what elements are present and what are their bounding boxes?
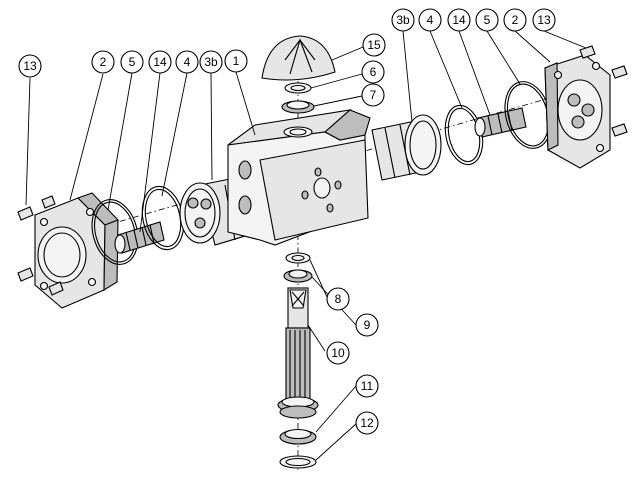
top-bearing: [281, 100, 315, 114]
svg-text:12: 12: [360, 416, 374, 430]
callout-2-left: 2: [91, 50, 115, 74]
callout-3b-right: 3b: [391, 8, 415, 32]
callout-13-left: 13: [18, 54, 42, 78]
svg-text:1: 1: [233, 54, 240, 68]
left-end-cap: [34, 192, 119, 309]
callout-11: 11: [355, 374, 379, 398]
shaft-bushing: [283, 269, 313, 283]
shaft-washer: [285, 252, 311, 264]
svg-text:8: 8: [335, 292, 342, 306]
svg-text:3b: 3b: [204, 55, 218, 69]
svg-text:4: 4: [427, 13, 434, 27]
callout-5-left: 5: [120, 50, 144, 74]
callout-14-left: 14: [148, 50, 172, 74]
leader-lines: [25, 30, 587, 461]
callout-14-right: 14: [447, 8, 471, 32]
actuator-body: [227, 109, 371, 246]
output-shaft: [277, 287, 319, 419]
callout-2-right: 2: [503, 8, 527, 32]
top-washer: [284, 82, 312, 94]
right-screws: [579, 45, 628, 137]
callout-12: 12: [355, 411, 379, 435]
svg-text:10: 10: [331, 346, 345, 360]
lower-bearing: [279, 428, 317, 445]
callout-1: 1: [224, 49, 248, 73]
callout-15: 15: [362, 33, 386, 57]
svg-text:7: 7: [370, 88, 377, 102]
svg-text:13: 13: [537, 13, 551, 27]
svg-text:15: 15: [367, 38, 381, 52]
svg-text:11: 11: [361, 379, 374, 393]
svg-text:14: 14: [452, 13, 466, 27]
svg-text:5: 5: [484, 13, 491, 27]
svg-text:4: 4: [184, 55, 191, 69]
svg-text:2: 2: [512, 13, 519, 27]
callout-8: 8: [326, 287, 350, 311]
svg-text:2: 2: [100, 55, 107, 69]
callout-10: 10: [326, 341, 350, 365]
callout-3b-left: 3b: [199, 50, 223, 74]
callout-4-left: 4: [175, 50, 199, 74]
left-o-ring: [91, 199, 139, 265]
callout-6: 6: [361, 60, 385, 84]
right-spring: [474, 107, 527, 138]
left-screws: [17, 195, 64, 296]
svg-text:3b: 3b: [396, 13, 410, 27]
right-piston: [371, 114, 442, 181]
callout-7: 7: [361, 83, 385, 107]
svg-text:5: 5: [129, 55, 136, 69]
lower-snap-ring: [279, 455, 317, 469]
callout-9: 9: [355, 313, 379, 337]
callout-13-right: 13: [532, 8, 556, 32]
svg-text:9: 9: [364, 318, 371, 332]
top-indicator: [261, 35, 336, 81]
callout-5-right: 5: [475, 8, 499, 32]
svg-text:14: 14: [153, 55, 167, 69]
right-end-cap: [544, 54, 611, 169]
left-spring: [114, 221, 165, 254]
svg-text:13: 13: [23, 59, 37, 73]
callout-4-right: 4: [418, 8, 442, 32]
svg-text:6: 6: [370, 65, 377, 79]
